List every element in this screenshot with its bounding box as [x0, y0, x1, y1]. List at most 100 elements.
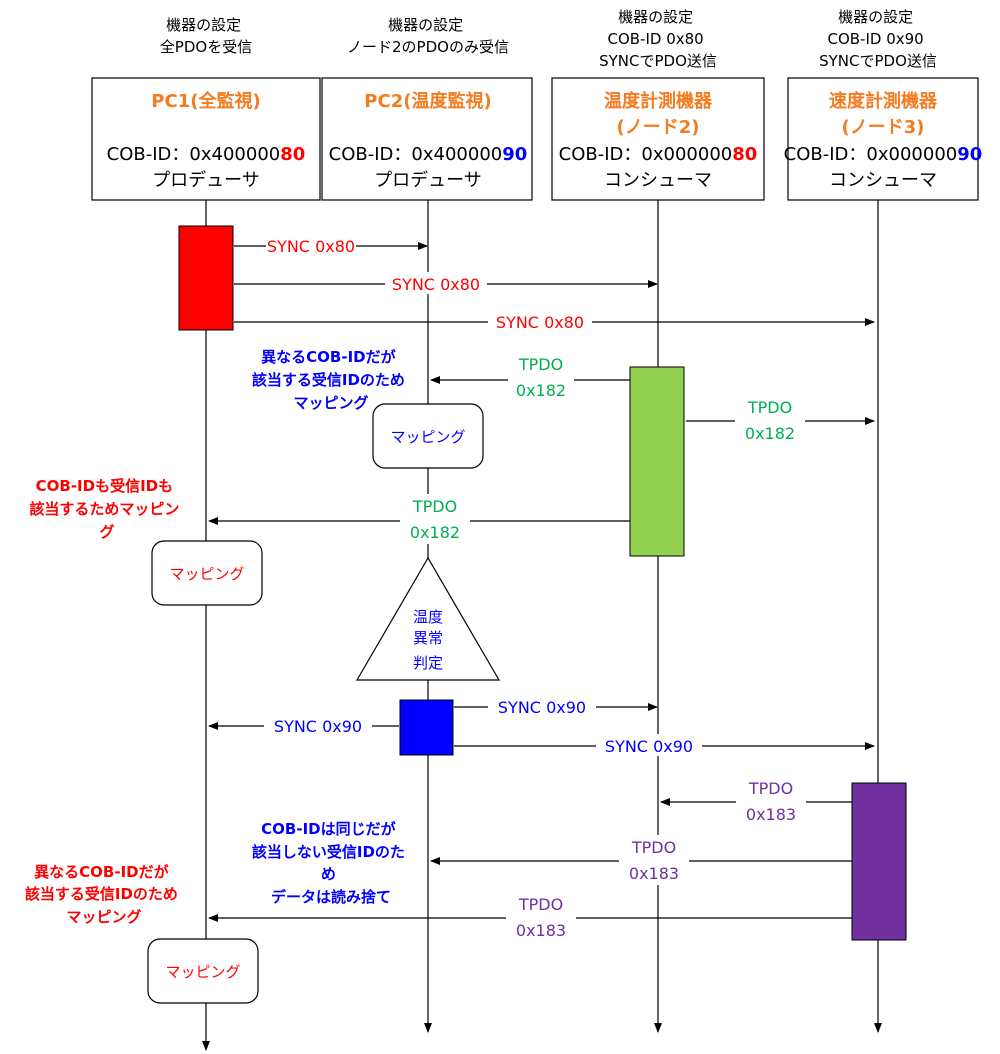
note-line: 異なるCOB-IDだが — [34, 863, 169, 881]
cob-id-prefix: COB-ID：0x400000 — [329, 144, 503, 165]
message-tpdo-0x183-to-pc1: TPDO 0x183 — [208, 892, 852, 942]
label-backdrop — [619, 835, 689, 885]
device-box-pc1: PC1(全監視) COB-ID：0x40000080 プロデューサ — [91, 77, 321, 201]
note-line: 該当する受信IDのため — [252, 371, 405, 389]
cob-id-prefix: COB-ID：0x000000 — [559, 144, 733, 165]
device-role: プロデューサ — [374, 170, 482, 191]
mapping-box-pc1-first: マッピング — [151, 540, 263, 606]
label-backdrop — [400, 494, 470, 544]
device-box-speed-device: 速度計測機器 (ノード3) COB-ID：0x00000090 コンシューマ — [784, 77, 983, 201]
device-cob-id: COB-ID：0x00000090 — [784, 144, 983, 165]
setting-line: 全PDOを受信 — [160, 38, 252, 56]
message-label: SYNC 0x90 — [498, 698, 586, 717]
activation-temperature-device-tpdo — [629, 366, 685, 557]
message-label: 0x183 — [629, 864, 679, 883]
activations — [178, 225, 907, 941]
device-title: (ノード3) — [842, 117, 925, 138]
decision-label: 判定 — [413, 654, 443, 672]
decision-label: 温度 — [413, 608, 443, 626]
device-role: コンシューマ — [604, 170, 712, 191]
setting-caption-speed-device: 機器の設定 COB-ID 0x90 SYNCでPDO送信 — [819, 8, 937, 70]
message-label: SYNC 0x90 — [274, 717, 362, 736]
message-tpdo-0x182-to-pc2: TPDO 0x182 — [430, 352, 630, 402]
messages: SYNC 0x80 SYNC 0x80 SYNC 0x80 TPDO 0x182… — [208, 234, 875, 942]
cob-id-suffix: 90 — [957, 144, 982, 165]
message-tpdo-0x183-to-temperature-device: TPDO 0x183 — [660, 776, 852, 826]
decision-label: 異常 — [413, 629, 443, 647]
setting-line: 機器の設定 — [838, 8, 913, 26]
label-backdrop — [508, 352, 574, 402]
message-label: SYNC 0x80 — [496, 313, 584, 332]
message-sync-0x80-to-pc2: SYNC 0x80 — [234, 234, 428, 256]
message-sync-0x80-to-speed-device: SYNC 0x80 — [234, 310, 875, 332]
setting-caption-pc2: 機器の設定 ノード2のPDOのみ受信 — [347, 16, 509, 56]
setting-caption-temperature-device: 機器の設定 COB-ID 0x80 SYNCでPDO送信 — [599, 8, 717, 70]
setting-line: COB-ID 0x80 — [607, 30, 703, 48]
label-backdrop — [385, 272, 487, 294]
label-backdrop — [266, 234, 356, 256]
note-line: COB-IDも受信IDも — [36, 477, 173, 495]
message-label: TPDO — [747, 398, 792, 417]
note-line: 該当するためマッピン — [29, 500, 179, 518]
note-line: データは読み捨て — [271, 888, 391, 906]
setting-caption-pc1: 機器の設定 全PDOを受信 — [160, 16, 252, 56]
device-cob-id: COB-ID：0x00000080 — [559, 144, 758, 165]
mapping-label: マッピング — [390, 428, 465, 446]
setting-line: 機器の設定 — [618, 8, 693, 26]
note-line: マッピング — [66, 908, 141, 926]
note-line: マッピング — [293, 394, 368, 412]
note-pc1-mapping-second: 異なるCOB-IDだが 該当する受信IDのため マッピング — [25, 863, 183, 926]
message-label: 0x182 — [410, 523, 460, 542]
message-sync-0x90-to-temperature-device: SYNC 0x90 — [454, 695, 658, 717]
label-backdrop — [735, 396, 805, 446]
message-label: 0x182 — [516, 381, 566, 400]
message-label: 0x182 — [745, 424, 795, 443]
label-backdrop — [506, 892, 576, 942]
device-cob-id: COB-ID：0x40000090 — [329, 144, 528, 165]
message-label: SYNC 0x80 — [267, 237, 355, 256]
device-box-pc2: PC2(温度監視) COB-ID：0x40000090 プロデューサ — [321, 77, 533, 201]
note-line: 異なるCOB-IDだが — [261, 348, 396, 366]
activation-pc1-sync-0x80 — [178, 225, 234, 331]
device-settings: 機器の設定 全PDOを受信 機器の設定 ノード2のPDOのみ受信 機器の設定 C… — [160, 8, 937, 70]
temperature-anomaly-decision: 温度 異常 判定 — [355, 556, 501, 681]
device-box-frame — [551, 77, 765, 201]
message-label: 0x183 — [746, 805, 796, 824]
note-pc2-discard: COB-IDは同じだが 該当しない受信IDのた め データは読み捨て — [252, 820, 410, 906]
device-title: (ノード2) — [617, 117, 700, 138]
cob-id-prefix: COB-ID：0x400000 — [107, 144, 281, 165]
setting-line: 機器の設定 — [388, 16, 463, 34]
device-role: プロデューサ — [152, 170, 260, 191]
note-line: 該当する受信IDのため — [25, 885, 178, 903]
cob-id-suffix: 90 — [502, 144, 527, 165]
mapping-label: マッピング — [169, 565, 244, 583]
note-pc2-mapping: 異なるCOB-IDだが 該当する受信IDのため マッピング — [252, 348, 410, 412]
activation-speed-device-tpdo — [851, 782, 907, 941]
message-label: TPDO — [518, 895, 563, 914]
message-sync-0x90-to-speed-device: SYNC 0x90 — [454, 734, 875, 756]
message-label: TPDO — [631, 838, 676, 857]
mapping-box-frame — [151, 540, 263, 606]
device-boxes: PC1(全監視) COB-ID：0x40000080 プロデューサ PC2(温度… — [91, 77, 983, 201]
note-pc1-mapping: COB-IDも受信IDも 該当するためマッピン グ — [29, 477, 184, 541]
message-sync-0x80-to-temperature-device: SYNC 0x80 — [234, 272, 658, 294]
device-title: 速度計測機器 — [829, 90, 938, 112]
setting-line: SYNCでPDO送信 — [819, 52, 937, 70]
device-box-frame — [91, 77, 321, 201]
setting-line: 機器の設定 — [166, 16, 241, 34]
setting-line: ノード2のPDOのみ受信 — [347, 38, 509, 56]
setting-line: COB-ID 0x90 — [827, 30, 923, 48]
cob-id-prefix: COB-ID：0x000000 — [784, 144, 958, 165]
message-tpdo-0x182-to-pc1: TPDO 0x182 — [208, 494, 630, 544]
cob-id-suffix: 80 — [732, 144, 757, 165]
note-line: COB-IDは同じだが — [261, 820, 396, 838]
mapping-box-frame — [372, 403, 484, 469]
setting-line: SYNCでPDO送信 — [599, 52, 717, 70]
mapping-box-frame — [147, 938, 259, 1004]
label-backdrop — [488, 695, 596, 717]
cob-id-suffix: 80 — [280, 144, 305, 165]
message-label: 0x183 — [516, 921, 566, 940]
message-tpdo-0x183-to-pc2: TPDO 0x183 — [430, 835, 852, 885]
device-box-temperature-device: 温度計測機器 (ノード2) COB-ID：0x00000080 コンシューマ — [551, 77, 765, 201]
note-line: グ — [99, 523, 114, 541]
